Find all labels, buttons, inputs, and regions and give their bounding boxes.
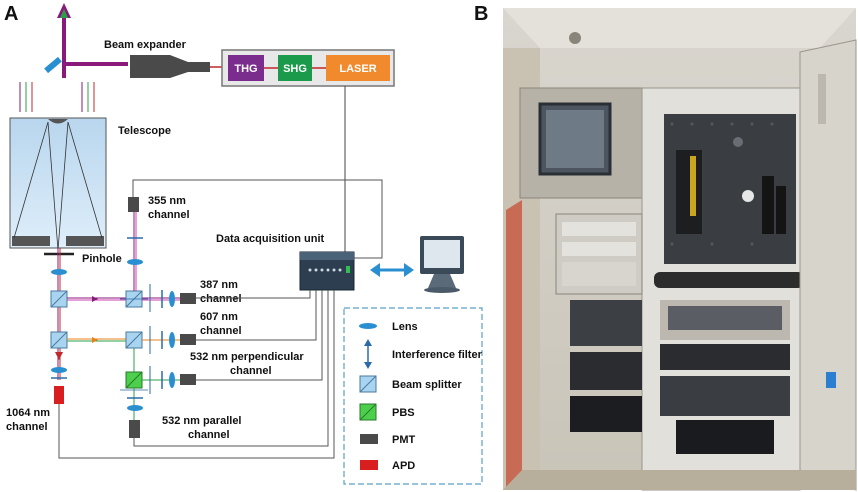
shg-label: SHG [283, 63, 307, 75]
pmt-607 [180, 334, 196, 345]
ch532par-label-1: 532 nm parallel [162, 415, 242, 427]
ch387-label-1: 387 nm [200, 279, 238, 291]
legend-apd: APD [392, 460, 415, 472]
ch532perp-label-2: channel [230, 365, 272, 377]
pmt-532perp [180, 374, 196, 385]
ch607-label-2: channel [200, 325, 242, 337]
apd-1064 [54, 386, 64, 404]
pmt-355 [128, 197, 139, 212]
pinhole-label: Pinhole [82, 253, 122, 265]
legend-lens: Lens [392, 321, 418, 333]
outgoing-beam [57, 3, 128, 78]
legend-pbs: PBS [392, 407, 415, 419]
laser-box [326, 55, 390, 81]
lens-355 [127, 259, 143, 265]
legend-pmt: PMT [392, 434, 416, 446]
legend-pmt-icon [360, 434, 378, 444]
beam-splitter-2 [50, 331, 68, 349]
ch355-label-2: channel [148, 209, 190, 221]
ch387-label-2: channel [200, 293, 242, 305]
pmt-532par [129, 420, 140, 438]
telescope [9, 117, 107, 249]
ch1064-label-1: 1064 nm [6, 407, 50, 419]
legend-splitter-icon [359, 375, 377, 393]
legend-lens-icon [359, 323, 377, 329]
legend-pbs-icon [359, 403, 377, 421]
steering-mirror [44, 56, 62, 74]
daq-label: Data acquisition unit [216, 233, 325, 245]
legend-filter: Interference filter [392, 349, 483, 361]
legend-apd-icon [360, 460, 378, 470]
lens-532perp [169, 372, 175, 388]
receiver-lens [51, 269, 67, 275]
computer-monitor-icon [420, 236, 464, 293]
signal-cables [58, 179, 383, 459]
lens-532par [127, 405, 143, 411]
panel-label-b: B [474, 3, 488, 25]
lens-1064 [51, 367, 67, 373]
legend-splitter: Beam splitter [392, 379, 462, 391]
beam-expander [130, 55, 210, 78]
panel-label-a: A [4, 3, 18, 25]
return-beams [19, 82, 95, 112]
ch532par-label-2: channel [188, 429, 230, 441]
ch532perp-label-1: 532 nm perpendicular [190, 351, 304, 363]
ch607-label-1: 607 nm [200, 311, 238, 323]
pbs-cube [125, 371, 143, 389]
thg-label: THG [234, 63, 257, 75]
ch355-label-1: 355 nm [148, 195, 186, 207]
legend-filter-icon [364, 339, 372, 369]
legend-box [343, 307, 483, 485]
laser-label: LASER [339, 63, 376, 75]
telescope-label: Telescope [118, 125, 171, 137]
lidar-cabinet-photo [503, 8, 857, 491]
beam-splitter-4 [125, 331, 143, 349]
data-link-arrow [370, 263, 414, 277]
ch1064-label-2: channel [6, 421, 48, 433]
lens-607 [169, 332, 175, 348]
lens-387 [169, 291, 175, 307]
beam-expander-label: Beam expander [104, 39, 187, 51]
shg-box [278, 55, 312, 81]
pmt-387 [180, 293, 196, 304]
thg-box [228, 55, 264, 81]
beam-splitter-1 [50, 290, 68, 308]
